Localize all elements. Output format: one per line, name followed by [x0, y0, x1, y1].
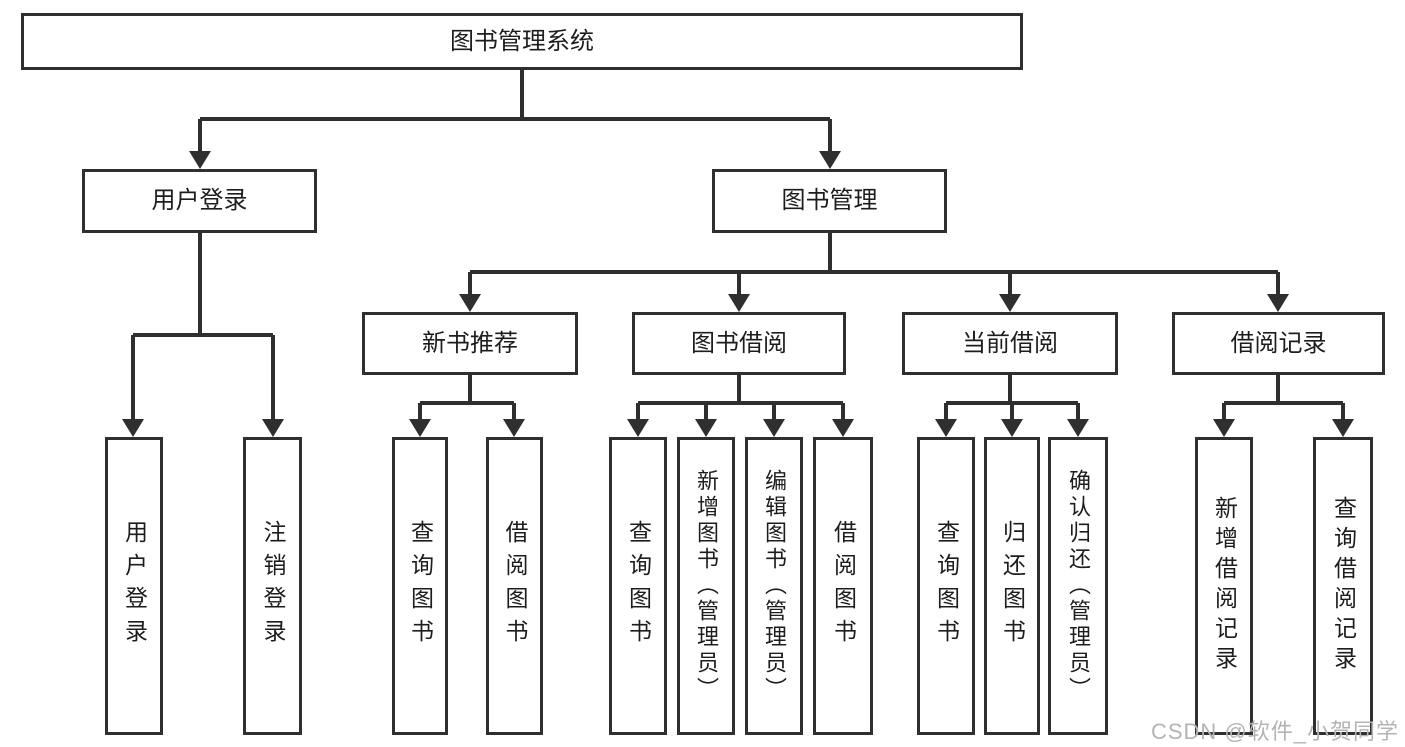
leaf-user-login: 用户登录	[105, 437, 163, 735]
connector-user-login-children	[131, 233, 275, 421]
connector-borrow-record-children	[1222, 375, 1345, 421]
connector-book-management-children	[468, 233, 1280, 296]
arrowhead-icon	[1267, 294, 1289, 312]
leaf-query-borrow-record: 查询借阅记录	[1313, 437, 1373, 735]
leaf-query-books-recommend: 查询图书	[392, 437, 448, 735]
arrowhead-icon	[409, 419, 431, 437]
arrowhead-icon	[1001, 419, 1023, 437]
leaf-borrow-books-recommend: 借阅图书	[486, 437, 543, 735]
leaf-add-books-admin: 新增图书（管理员）	[677, 437, 735, 735]
node-library-management-system: 图书管理系统	[21, 13, 1023, 70]
arrowhead-icon	[1213, 419, 1235, 437]
arrowhead-icon	[1332, 419, 1354, 437]
arrowhead-icon	[627, 419, 649, 437]
leaf-query-books-current: 查询图书	[917, 437, 975, 735]
arrowhead-icon	[695, 419, 717, 437]
connector-root-to-level2	[198, 70, 832, 153]
leaf-borrow-books: 借阅图书	[813, 437, 873, 735]
leaf-logout: 注销登录	[243, 437, 302, 735]
arrowhead-icon	[728, 294, 750, 312]
arrowhead-icon	[819, 151, 841, 169]
node-current-borrow: 当前借阅	[902, 312, 1118, 375]
arrowhead-icon	[503, 419, 525, 437]
node-borrow-records: 借阅记录	[1172, 312, 1385, 375]
arrowhead-icon	[1067, 419, 1089, 437]
node-new-book-recommend: 新书推荐	[362, 312, 578, 375]
node-book-management: 图书管理	[712, 169, 947, 233]
arrowhead-icon	[763, 419, 785, 437]
watermark: CSDN @软件_小贺同学	[1150, 719, 1399, 744]
node-user-login: 用户登录	[82, 169, 317, 233]
leaf-edit-books-admin: 编辑图书（管理员）	[745, 437, 803, 735]
arrowhead-icon	[262, 419, 284, 437]
leaf-confirm-return-admin: 确认归还（管理员）	[1048, 437, 1108, 735]
node-book-borrow: 图书借阅	[632, 312, 846, 375]
leaf-add-borrow-record: 新增借阅记录	[1195, 437, 1253, 735]
arrowhead-icon	[935, 419, 957, 437]
connector-current-borrow-children	[944, 375, 1080, 421]
arrowhead-icon	[459, 294, 481, 312]
arrowhead-icon	[832, 419, 854, 437]
connector-book-borrow-children	[636, 375, 845, 421]
leaf-query-books-borrow: 查询图书	[609, 437, 667, 735]
leaf-return-books: 归还图书	[984, 437, 1040, 735]
arrowhead-icon	[999, 294, 1021, 312]
connector-new-book-children	[418, 375, 516, 421]
arrowhead-icon	[122, 419, 144, 437]
arrowhead-icon	[189, 151, 211, 169]
